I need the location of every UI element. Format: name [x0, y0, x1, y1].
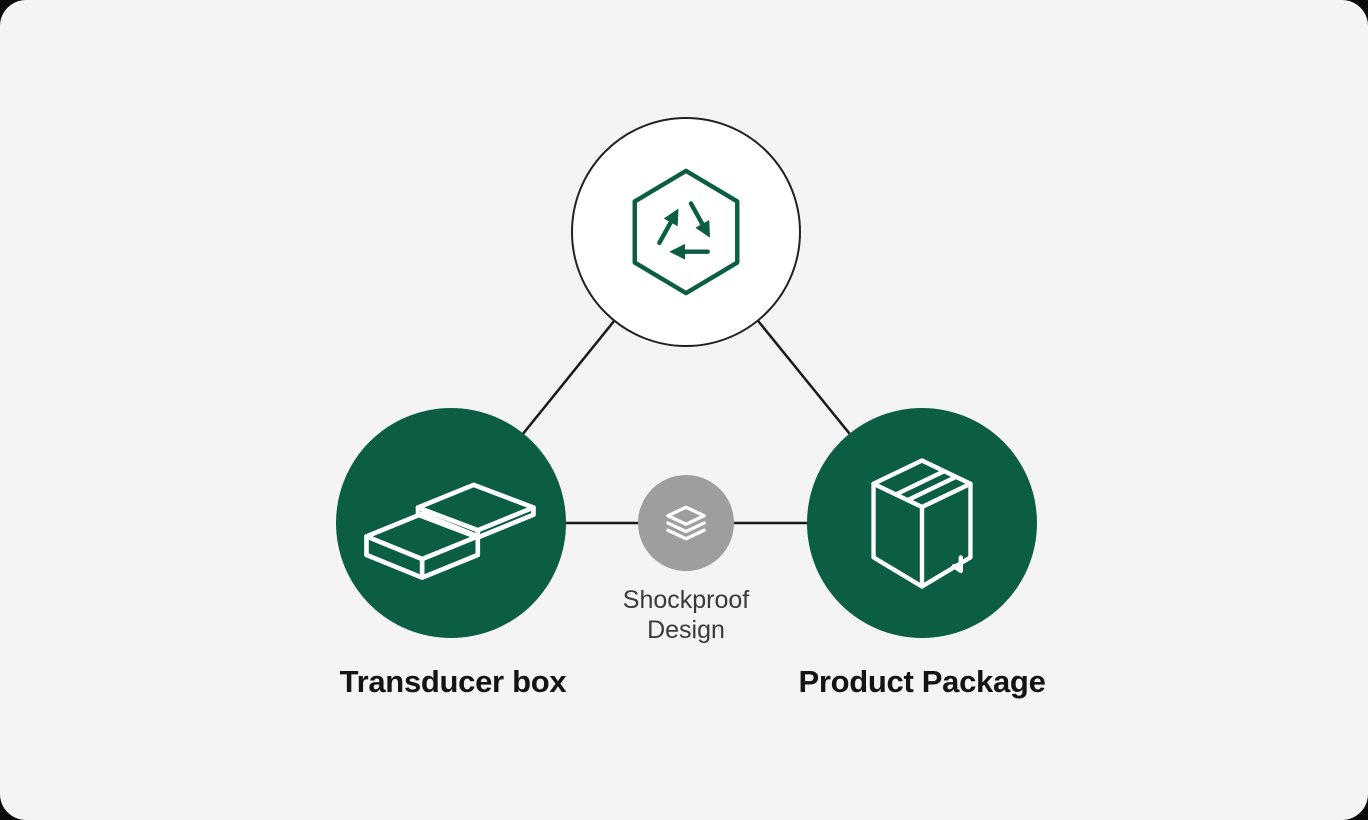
transducer-box-icon	[364, 482, 536, 580]
product-package-icon	[871, 458, 973, 589]
shockproof-node	[638, 475, 734, 571]
layers-icon	[666, 505, 706, 541]
transducer-box-node	[336, 408, 566, 638]
shockproof-design-label: Shockproof Design	[622, 586, 750, 644]
product-package-node	[807, 408, 1037, 638]
product-package-label: Product Package	[798, 664, 1046, 699]
transducer-box-label: Transducer box	[339, 664, 567, 699]
recycle-icon	[632, 168, 740, 296]
recycle-node	[571, 117, 801, 347]
